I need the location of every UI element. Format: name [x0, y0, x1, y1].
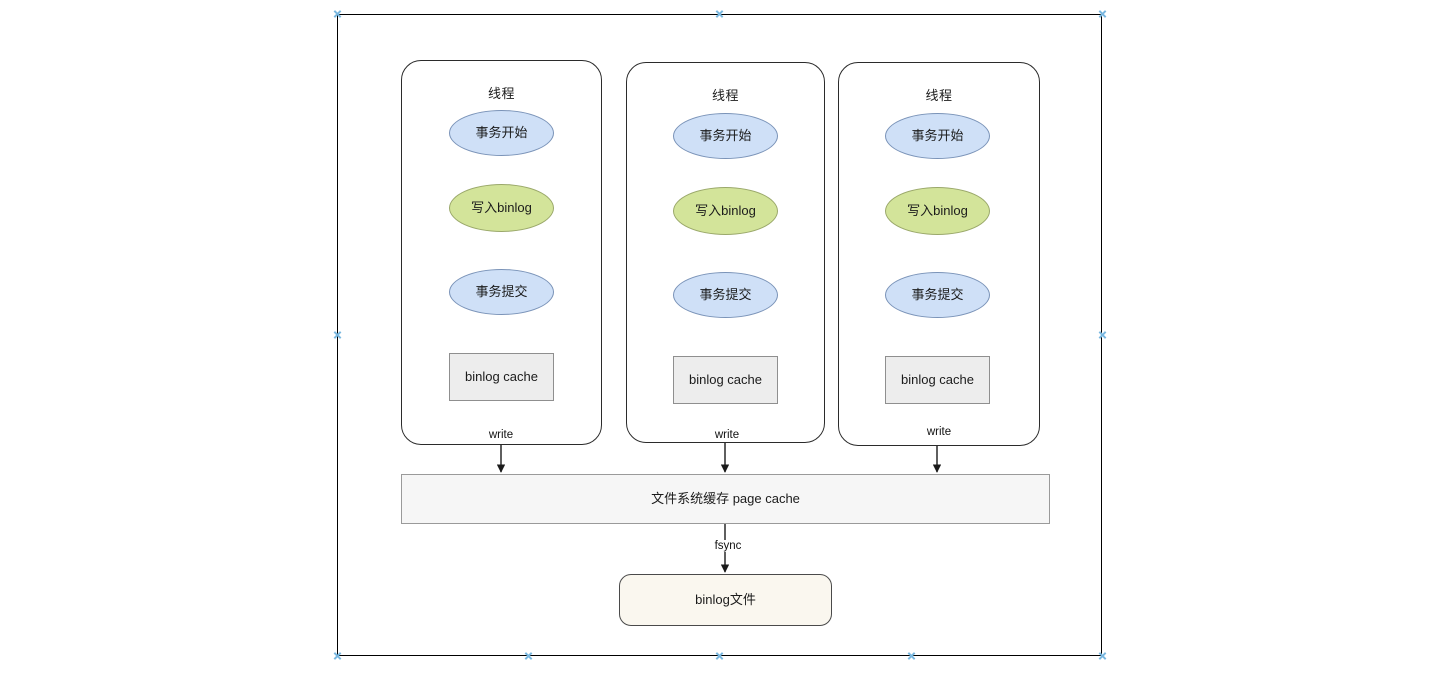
selection-handle-middle-right[interactable]	[1098, 331, 1107, 340]
node-tx-begin-1[interactable]: 事务开始	[449, 110, 554, 156]
edge-label-write-1: write	[485, 429, 517, 441]
node-label: binlog cache	[465, 369, 538, 385]
edge-label-write-3: write	[923, 426, 955, 438]
node-label: 事务提交	[911, 287, 964, 303]
selection-handle-middle-left[interactable]	[333, 331, 342, 340]
node-write-binlog-2[interactable]: 写入binlog	[673, 187, 778, 235]
node-binlog-cache-3[interactable]: binlog cache	[885, 356, 990, 404]
node-tx-commit-2[interactable]: 事务提交	[673, 272, 778, 318]
node-label: 事务开始	[699, 128, 752, 144]
node-tx-begin-2[interactable]: 事务开始	[673, 113, 778, 159]
node-binlog-cache-2[interactable]: binlog cache	[673, 356, 778, 404]
node-page-cache[interactable]: 文件系统缓存 page cache	[401, 474, 1050, 524]
node-label: 事务提交	[699, 287, 752, 303]
node-tx-commit-1[interactable]: 事务提交	[449, 269, 554, 315]
selection-handle-bottom-left-mid[interactable]	[524, 652, 533, 661]
thread-title-1: 线程	[487, 86, 515, 101]
node-write-binlog-3[interactable]: 写入binlog	[885, 187, 990, 235]
selection-handle-top-right[interactable]	[1098, 10, 1107, 19]
node-label: 文件系统缓存 page cache	[651, 491, 800, 507]
node-label: 写入binlog	[471, 200, 532, 216]
selection-handle-bottom-right-mid[interactable]	[907, 652, 916, 661]
selection-handle-bottom-center[interactable]	[715, 652, 724, 661]
node-label: binlog cache	[901, 372, 974, 388]
thread-title-2: 线程	[711, 88, 739, 103]
edge-label-write-2: write	[711, 429, 743, 441]
node-binlog-cache-1[interactable]: binlog cache	[449, 353, 554, 401]
selection-handle-top-center[interactable]	[715, 10, 724, 19]
thread-title-3: 线程	[925, 88, 953, 103]
node-tx-begin-3[interactable]: 事务开始	[885, 113, 990, 159]
selection-handle-bottom-left[interactable]	[333, 652, 342, 661]
node-label: 事务开始	[475, 125, 528, 141]
selection-handle-bottom-right[interactable]	[1098, 652, 1107, 661]
edge-label-fsync: fsync	[711, 540, 745, 552]
selection-handle-top-left[interactable]	[333, 10, 342, 19]
node-write-binlog-1[interactable]: 写入binlog	[449, 184, 554, 232]
node-label: binlog文件	[695, 592, 756, 608]
node-label: 事务开始	[911, 128, 964, 144]
node-label: binlog cache	[689, 372, 762, 388]
node-tx-commit-3[interactable]: 事务提交	[885, 272, 990, 318]
node-label: 写入binlog	[907, 203, 968, 219]
node-label: 写入binlog	[695, 203, 756, 219]
node-binlog-file[interactable]: binlog文件	[619, 574, 832, 626]
node-label: 事务提交	[475, 284, 528, 300]
